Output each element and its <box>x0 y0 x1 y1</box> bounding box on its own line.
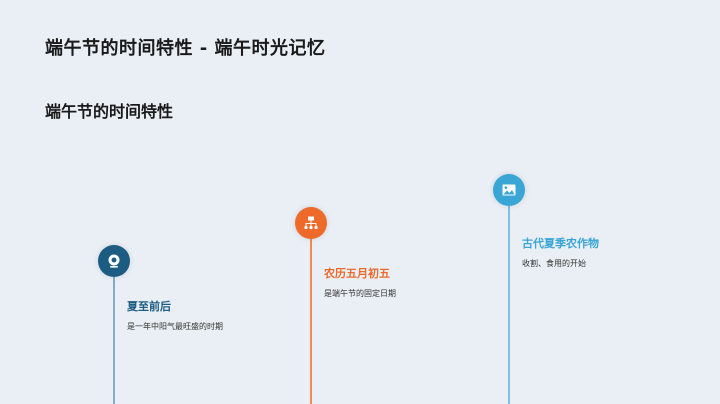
timeline-item-title: 古代夏季农作物 <box>522 237 599 250</box>
sitemap-icon <box>304 216 318 230</box>
page-title: 端午节的时间特性 - 端午时光记忆 <box>45 38 326 59</box>
timeline-line <box>508 206 510 404</box>
webcam-icon <box>108 254 120 268</box>
image-icon <box>502 184 516 196</box>
timeline-item-title: 农历五月初五 <box>324 267 390 280</box>
timeline-item-description: 是一年中阳气最旺盛的时期 <box>127 322 223 331</box>
timeline-node <box>295 207 327 239</box>
timeline-node <box>98 245 130 277</box>
timeline-item-description: 收割、食用的开始 <box>522 259 586 268</box>
timeline-item-description: 是端午节的固定日期 <box>324 289 396 298</box>
timeline-node <box>493 174 525 206</box>
timeline-line <box>113 277 115 404</box>
timeline-item-title: 夏至前后 <box>127 300 171 313</box>
timeline-line <box>310 239 312 404</box>
section-title: 端午节的时间特性 <box>45 102 174 121</box>
